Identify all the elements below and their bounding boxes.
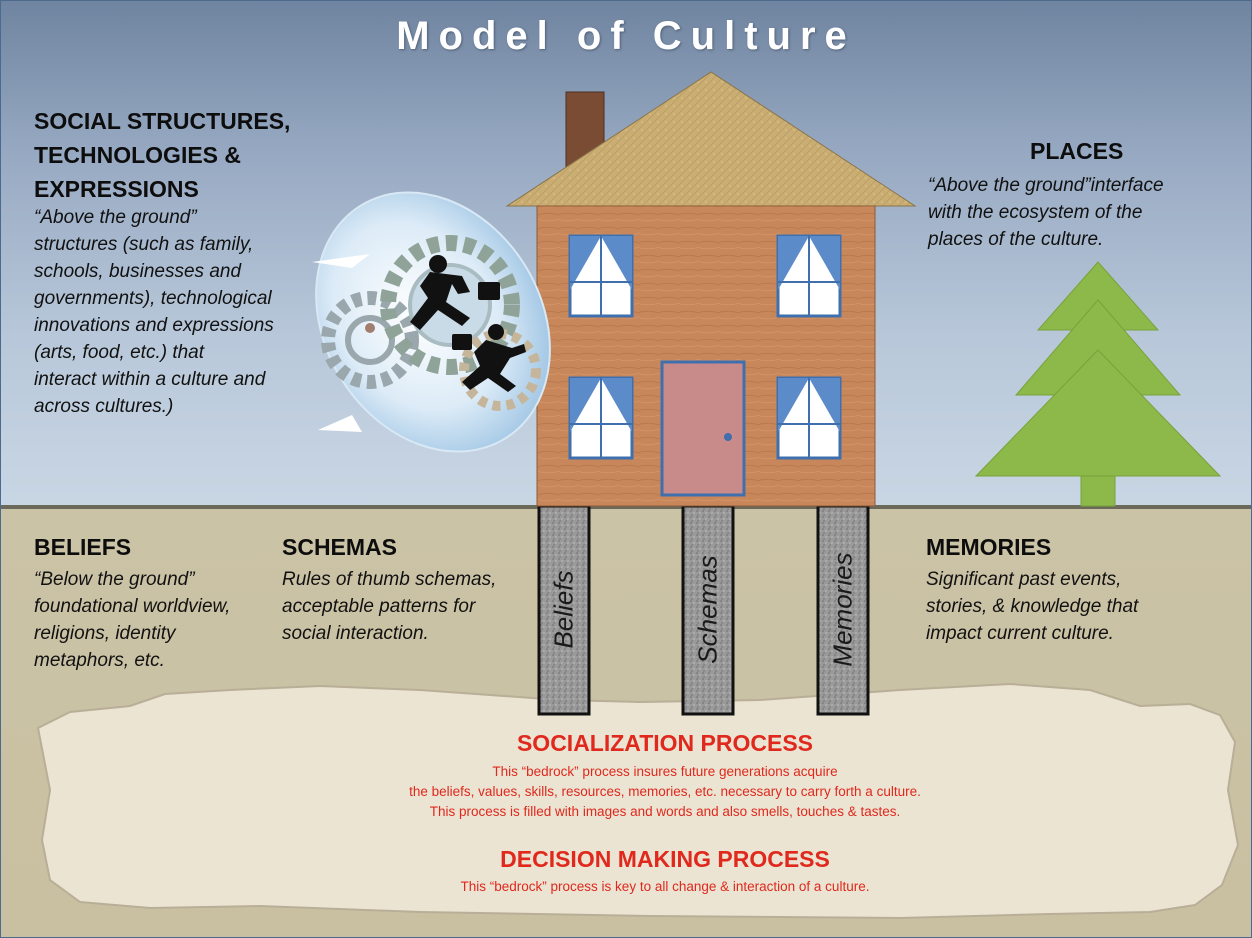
page-title: Model of Culture	[396, 14, 856, 58]
beliefs-text-line: foundational worldview,	[34, 596, 231, 617]
socialization-text-line: This process is filled with images and w…	[429, 804, 901, 819]
bedrock-shape	[36, 682, 1240, 920]
pillar-schemas	[681, 504, 735, 716]
social-text-line: (arts, food, etc.) that	[34, 342, 205, 363]
beliefs-text-line: “Below the ground”	[34, 569, 195, 590]
window-lower-right	[776, 376, 842, 460]
schemas-text-line: acceptable patterns for	[282, 596, 476, 617]
pillar-label-memories: Memories	[827, 552, 858, 667]
schemas-text: Rules of thumb schemas, acceptable patte…	[282, 566, 496, 647]
memories-text-line: impact current culture.	[926, 623, 1114, 644]
places-text-line: with the ecosystem of the	[928, 202, 1143, 223]
memories-text: Significant past events, stories, & know…	[926, 566, 1138, 647]
pillar-label-schemas: Schemas	[692, 555, 723, 664]
places-heading: PLACES	[1030, 138, 1124, 164]
social-text-line: structures (such as family,	[34, 234, 254, 255]
social-text-line: across cultures.)	[34, 396, 174, 417]
house-door	[660, 360, 746, 497]
decision-text-line: This “bedrock” process is key to all cha…	[460, 879, 870, 894]
social-structures-heading: SOCIAL STRUCTURES, TECHNOLOGIES & EXPRES…	[34, 104, 290, 206]
beliefs-text-line: religions, identity	[34, 623, 176, 644]
social-text-line: “Above the ground”	[34, 207, 197, 228]
window-upper-right	[776, 234, 842, 318]
socialization-text-line: the beliefs, values, skills, resources, …	[409, 784, 921, 799]
places-text-line: “Above the ground”interface	[928, 175, 1164, 196]
memories-text-line: Significant past events,	[926, 569, 1122, 590]
social-text-line: schools, businesses and	[34, 261, 242, 282]
places-text-line: places of the culture.	[928, 229, 1104, 250]
beliefs-text: “Below the ground” foundational worldvie…	[34, 566, 230, 674]
schemas-text-line: social interaction.	[282, 623, 429, 644]
schemas-text-line: Rules of thumb schemas,	[282, 569, 497, 590]
tree-icon	[974, 261, 1222, 507]
beliefs-heading: BELIEFS	[34, 534, 132, 560]
social-structures-text: “Above the ground” structures (such as f…	[34, 204, 274, 420]
schemas-heading: SCHEMAS	[282, 534, 398, 560]
places-text: “Above the ground”interface with the eco…	[928, 172, 1164, 253]
business-people-icon	[312, 191, 551, 453]
window-lower-left	[568, 376, 634, 460]
decision-text: This “bedrock” process is key to all cha…	[0, 877, 1252, 897]
socialization-heading: SOCIALIZATION PROCESS	[516, 730, 814, 756]
memories-text-line: stories, & knowledge that	[926, 596, 1139, 617]
social-heading-line: TECHNOLOGIES &	[34, 142, 242, 168]
memories-heading: MEMORIES	[926, 534, 1052, 560]
social-heading-line: EXPRESSIONS	[34, 176, 199, 202]
window-upper-left	[568, 234, 634, 318]
pillar-label-beliefs: Beliefs	[548, 570, 579, 649]
socialization-text-line: This “bedrock” process insures future ge…	[492, 764, 838, 779]
beliefs-text-line: metaphors, etc.	[34, 650, 165, 671]
social-text-line: governments), technological	[34, 288, 272, 309]
social-heading-line: SOCIAL STRUCTURES,	[34, 108, 291, 134]
horizon-line	[0, 505, 1252, 509]
social-text-line: innovations and expressions	[34, 315, 274, 336]
socialization-text: This “bedrock” process insures future ge…	[0, 762, 1252, 822]
decision-heading: DECISION MAKING PROCESS	[500, 846, 830, 872]
social-text-line: interact within a culture and	[34, 369, 266, 390]
